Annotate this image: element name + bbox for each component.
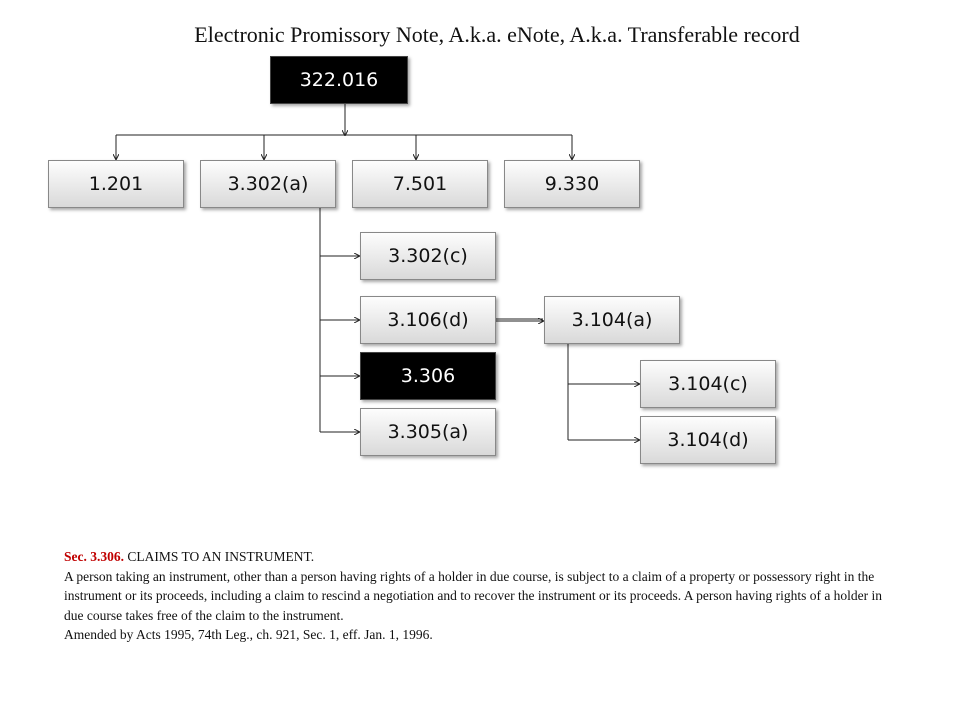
node-3-306[interactable]: 3.306 [360, 352, 496, 400]
diagram-title: Electronic Promissory Note, A.k.a. eNote… [194, 22, 800, 47]
node-3-305a[interactable]: 3.305(a) [360, 408, 496, 456]
section-number: Sec. 3.306. [64, 549, 124, 564]
node-3-104d[interactable]: 3.104(d) [640, 416, 776, 464]
node-3-104c[interactable]: 3.104(c) [640, 360, 776, 408]
node-3-104a[interactable]: 3.104(a) [544, 296, 680, 344]
section-text: Sec. 3.306. CLAIMS TO AN INSTRUMENT. A p… [64, 547, 894, 645]
section-amended: Amended by Acts 1995, 74th Leg., ch. 921… [64, 627, 433, 642]
section-body: A person taking an instrument, other tha… [64, 568, 883, 623]
node-3-302a[interactable]: 3.302(a) [200, 160, 336, 208]
node-7-501[interactable]: 7.501 [352, 160, 488, 208]
node-3-302c[interactable]: 3.302(c) [360, 232, 496, 280]
node-3-106d[interactable]: 3.106(d) [360, 296, 496, 344]
node-9-330[interactable]: 9.330 [504, 160, 640, 208]
section-heading: CLAIMS TO AN INSTRUMENT. [127, 549, 315, 564]
node-322-016[interactable]: 322.016 [270, 56, 408, 104]
node-1-201[interactable]: 1.201 [48, 160, 184, 208]
